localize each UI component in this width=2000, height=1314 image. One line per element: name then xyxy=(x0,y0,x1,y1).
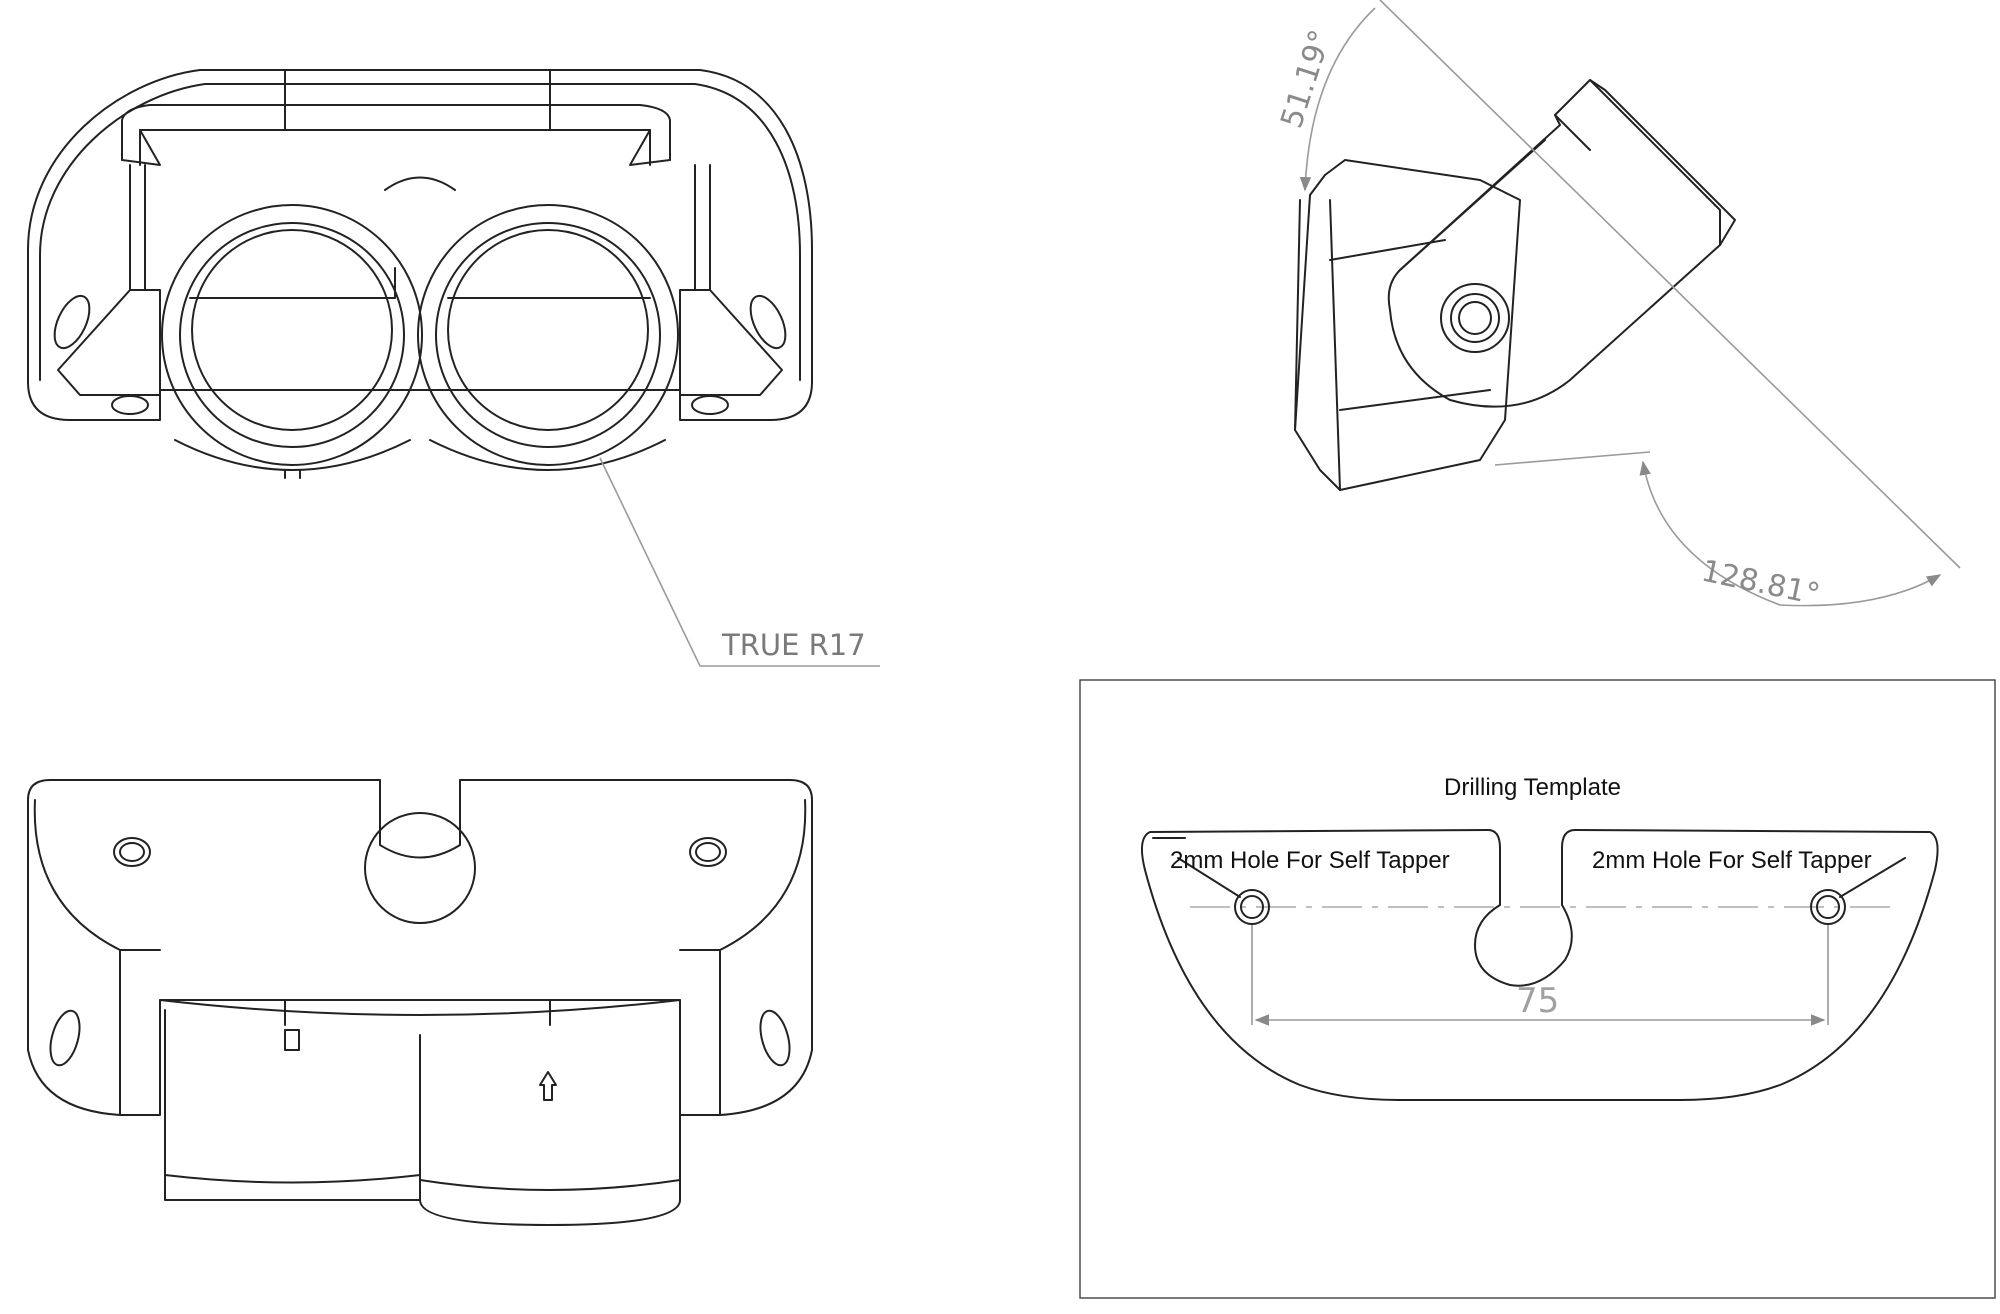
front-view: TRUE R17 xyxy=(27,69,880,667)
template-title: Drilling Template xyxy=(1444,774,1621,801)
drilling-template-panel: Drilling Template 2mm Hole For Self Tapp… xyxy=(1079,679,1996,1299)
side-view: 51.19° 128.81° xyxy=(1274,0,1961,613)
hole-label-right: 2mm Hole For Self Tapper xyxy=(1592,847,1872,874)
dimension-75: 75 xyxy=(1516,981,1559,1021)
hole-label-left: 2mm Hole For Self Tapper xyxy=(1170,847,1450,874)
angle-bottom-label: 128.81° xyxy=(1698,554,1823,613)
radius-callout: TRUE R17 xyxy=(721,628,866,662)
bottom-view xyxy=(27,779,813,1226)
angle-top-label: 51.19° xyxy=(1274,26,1338,133)
